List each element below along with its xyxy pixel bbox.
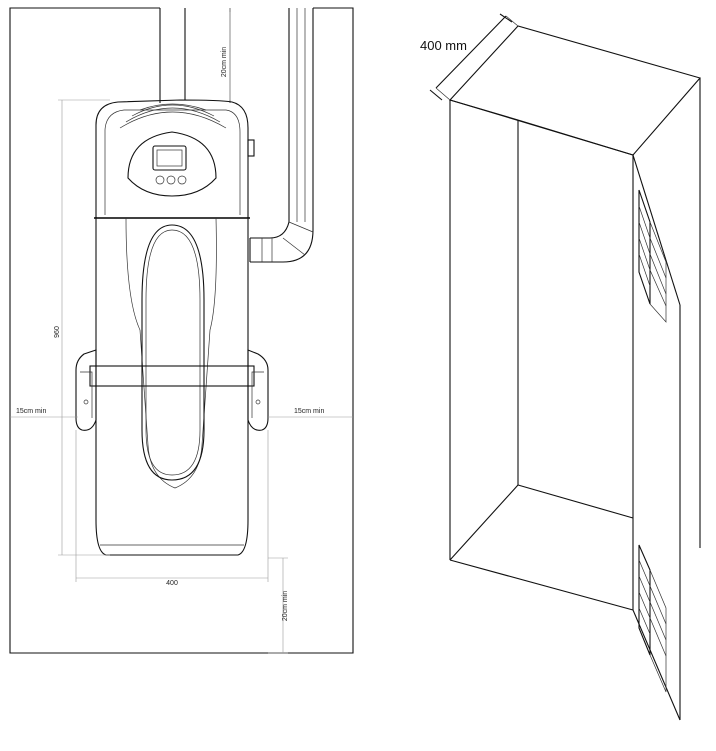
- dim-bottom-clearance-label: 20cm min: [282, 591, 289, 621]
- dim-top-clearance-label: 20cm min: [221, 47, 228, 77]
- cabinet-outer-top: [449, 25, 701, 156]
- cabinet-isometric-view: 400 mm: [420, 13, 701, 721]
- water-heater-front-view: 20cm min 960 15cm min 15cm min 400 20cm …: [9, 7, 354, 654]
- wall-bracket: [75, 349, 269, 431]
- dim-left-clearance-label: 15cm min: [16, 408, 46, 415]
- dim-depth-label: 400 mm: [420, 38, 467, 53]
- dim-width-label: 400: [166, 580, 178, 587]
- ventilation-ducts: [159, 8, 314, 263]
- dimension-lines: [10, 12, 353, 654]
- heater-body: [94, 99, 255, 556]
- cabinet-door: [632, 154, 681, 721]
- dim-height-label: 960: [54, 326, 61, 338]
- depth-dimension: [429, 13, 519, 101]
- dim-right-clearance-label: 15cm min: [294, 408, 324, 415]
- room-frame: [9, 7, 354, 654]
